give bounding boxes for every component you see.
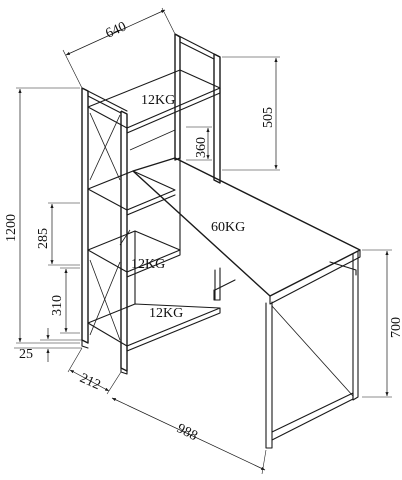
foot-front-left xyxy=(81,339,89,349)
upper-shelf-edge xyxy=(126,194,176,216)
post-front-left xyxy=(81,87,89,344)
top-cap-front xyxy=(81,87,128,112)
side-brace xyxy=(271,305,354,397)
dimensions: 640 505 360 1200 285 310 25 xyxy=(4,7,402,475)
leg-middle-brace xyxy=(214,279,236,291)
dim-label-988: 988 xyxy=(174,421,200,444)
leg-right-back xyxy=(352,251,359,401)
desk-frame xyxy=(132,157,361,449)
foot-front-right xyxy=(120,367,128,375)
shelf-tower xyxy=(81,33,221,375)
load-bottom-shelf: 12KG xyxy=(149,306,183,321)
brace-left-3 xyxy=(89,259,121,341)
brace-left-1 xyxy=(89,112,121,181)
dim-label-640: 640 xyxy=(104,19,129,41)
load-labels: 12KG 60KG 12KG 12KG xyxy=(131,93,245,321)
dim-label-212: 212 xyxy=(77,371,102,393)
dim-label-285: 285 xyxy=(36,228,51,249)
desktop-edge xyxy=(269,249,361,305)
dim-label-310: 310 xyxy=(50,295,65,316)
dim-label-25: 25 xyxy=(19,347,33,362)
leg-front xyxy=(265,301,273,449)
dim-label-1200: 1200 xyxy=(4,214,19,242)
post-front-right xyxy=(120,110,128,372)
middle-shelf-edge xyxy=(126,249,181,278)
post-rear-left xyxy=(174,33,181,161)
dim-label-505: 505 xyxy=(261,107,276,128)
dim-label-700: 700 xyxy=(389,317,402,338)
foot-rear xyxy=(213,289,221,301)
brace-back-1 xyxy=(129,129,176,151)
bottom-rail xyxy=(271,392,354,441)
dim-line-640 xyxy=(65,9,166,56)
top-cap-inner xyxy=(87,90,122,114)
top-cap-rear-inner xyxy=(179,36,215,60)
bottom-shelf-edge xyxy=(126,307,221,352)
dim-label-360: 360 xyxy=(194,137,209,158)
post-rear-right xyxy=(213,53,221,184)
top-shelf-edge xyxy=(126,87,221,134)
load-desktop: 60KG xyxy=(211,220,245,235)
dim-line-212 xyxy=(69,369,110,392)
top-cap-rear xyxy=(174,33,221,58)
brace-left-4 xyxy=(89,261,121,336)
leg-middle xyxy=(214,267,221,301)
load-top-shelf: 12KG xyxy=(141,93,175,108)
brace-back-2 xyxy=(119,229,131,246)
load-middle-shelf: 12KG xyxy=(131,257,165,272)
dim-line-988 xyxy=(111,397,266,471)
brace-left-2 xyxy=(89,114,121,181)
upper-shelf xyxy=(87,170,176,211)
desk-end-bracket xyxy=(329,261,357,276)
